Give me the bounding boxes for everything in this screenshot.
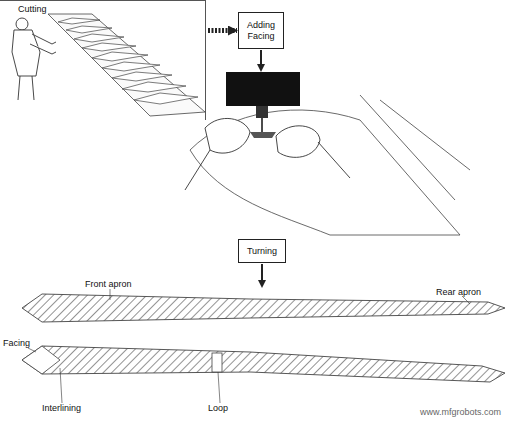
watermark: www.mfgrobots.com [420, 407, 501, 417]
part-label: Facing [3, 338, 30, 348]
flow-arrow [208, 28, 237, 33]
process-box: Adding Facing [238, 12, 284, 49]
part-label: Interlining [42, 403, 81, 413]
cutting-illustration [12, 14, 205, 116]
part-label: Rear apron [436, 287, 481, 297]
flow-arrow [260, 50, 262, 68]
necktie-drawing [22, 289, 505, 403]
part-label: Loop [208, 403, 228, 413]
process-box: Turning [238, 239, 286, 263]
flow-arrow [261, 264, 263, 284]
part-label: Front apron [85, 279, 132, 289]
leader-lines [28, 289, 470, 403]
node-text: Adding Facing [241, 20, 281, 42]
node-text: Cutting [18, 4, 205, 14]
illustration-frame: Cutting [0, 0, 206, 120]
node-text: Turning [247, 246, 277, 257]
sewing-illustration [185, 72, 470, 235]
